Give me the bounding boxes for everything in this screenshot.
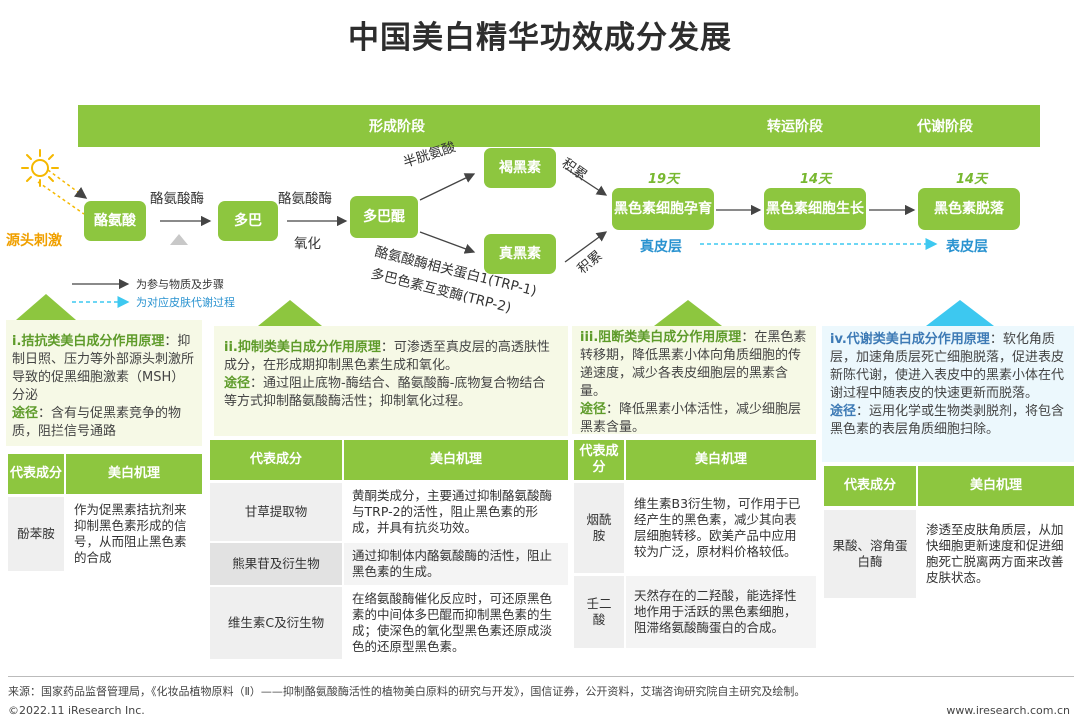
node-tyrosine: 酪氨酸 xyxy=(84,201,146,241)
table-4-row-1-name: 果酸、溶角蛋白酶 xyxy=(824,510,916,598)
table-3-row-1-name: 烟酰胺 xyxy=(574,483,624,573)
marker-triangle xyxy=(170,234,188,245)
node-brown-melanin: 褐黑素 xyxy=(484,148,556,188)
table-2-row-2-name: 熊果苷及衍生物 xyxy=(210,543,342,585)
stage-bar xyxy=(78,105,1040,147)
panel-2-head: ii.抑制类美白成分作用原理 xyxy=(224,340,381,355)
panel-4-route: ：运用化学或生物类剥脱剂，将包含黑色素的表层角质细胞扫除。 xyxy=(830,404,1065,437)
table-1-cell-name: 酚苯胺 xyxy=(8,497,64,571)
table-1-header-mechanism: 美白机理 xyxy=(66,454,202,494)
panel-3-route-label: 途径 xyxy=(580,402,607,417)
source-stimulus: 源头刺激 xyxy=(6,233,62,249)
table-1-cell-desc: 作为促黑素拮抗剂来抑制黑色素形成的信号，从而阻止黑色素的合成 xyxy=(66,497,202,571)
table-2-header-ingredient: 代表成分 xyxy=(210,440,342,480)
node-dopaquinone: 多巴醌 xyxy=(350,196,418,238)
panel-3-body: ：在黑色素转移期，降低黑素小体向角质细胞的传递速度，减少各表皮细胞层的黑素含量。 xyxy=(580,330,807,399)
panel-text-2: ii.抑制类美白成分作用原理：可渗透至真皮层的高透肤性成分，在形成期抑制黑色素生… xyxy=(218,336,564,414)
table-2-row-3-name: 维生素C及衍生物 xyxy=(210,587,342,659)
panel-pointer-4 xyxy=(926,300,994,326)
table-2-row-2-desc: 通过抑制体内酪氨酸酶的活性，阻止黑色素的生成。 xyxy=(344,543,568,585)
table-3-row-1-desc: 维生素B3衍生物，可作用于已经产生的黑色素，减少其向表层细胞转移。欧美产品中应用… xyxy=(626,483,816,573)
stage-transport: 转运阶段 xyxy=(767,119,823,135)
table-4-header-mechanism: 美白机理 xyxy=(918,466,1074,506)
panel-3-route: ：降低黑素小体活性，减少细胞层黑素含量。 xyxy=(580,402,802,435)
panel-text-1: i.拮抗类美白成分作用原理：抑制日照、压力等外部源头刺激所导致的促黑细胞激素（M… xyxy=(6,330,202,444)
edge-label-tyrosinase-1: 酪氨酸酶 xyxy=(150,191,204,207)
table-3-row-2-name: 壬二酸 xyxy=(574,576,624,648)
table-4-row-1-desc: 渗透至皮肤角质层，从加快细胞更新速度和促进细胞死亡脱离两方面来改善皮肤状态。 xyxy=(918,510,1074,598)
node-shedding: 黑色素脱落 xyxy=(918,188,1020,230)
panel-2-route: ：通过阻止底物-酶结合、酪氨酸酶-底物复合物结合等方式抑制酪氨酸酶活性；抑制氧化… xyxy=(224,376,546,409)
page-title: 中国美白精华功效成分发展 xyxy=(348,20,732,56)
stage-metabolism: 代谢阶段 xyxy=(917,119,973,135)
panel-1-route: ：含有与促黑素竞争的物质，阻拦信号通路 xyxy=(12,406,182,439)
table-2-row-1-name: 甘草提取物 xyxy=(210,483,342,541)
panel-1-head: i.拮抗类美白成分作用原理 xyxy=(12,334,165,349)
stage-formation: 形成阶段 xyxy=(369,119,425,135)
flow-arrows xyxy=(37,167,938,308)
panel-pointer-2 xyxy=(258,300,322,326)
days-label-3: 14天 xyxy=(956,172,988,187)
panel-bg-1 xyxy=(6,320,202,446)
footer-source: 来源：国家药品监督管理局，《化妆品植物原料（Ⅱ）——抑制酪氨酸酶活性的植物美白原… xyxy=(8,685,806,698)
panel-text-4: iv.代谢类美白成分作用原理：软化角质层，加速角质层死亡细胞脱落，促进表皮新陈代… xyxy=(824,328,1074,442)
panel-4-route-label: 途径 xyxy=(830,404,857,419)
panel-1-route-label: 途径 xyxy=(12,406,39,421)
node-dopa: 多巴 xyxy=(218,201,278,241)
edge-label-oxidation: 氧化 xyxy=(294,236,321,252)
legend-solid: 为参与物质及步骤 xyxy=(136,278,224,291)
table-3-header-ingredient: 代表成分 xyxy=(574,440,624,480)
panel-4-body: ：软化角质层，加速角质层死亡细胞脱落，促进表皮新陈代谢，使进入表皮中的黑素小体在… xyxy=(830,332,1065,401)
table-3-header-mechanism: 美白机理 xyxy=(626,440,816,480)
panel-bg-4 xyxy=(822,326,1074,462)
table-4-header-ingredient: 代表成分 xyxy=(824,466,916,506)
sun-icon xyxy=(21,149,59,187)
panel-bg-3 xyxy=(572,326,816,434)
footer-divider xyxy=(8,676,1074,677)
table-2-row-3-desc: 在络氨酸酶催化反应时，可还原黑色素的中间体多巴醌而抑制黑色素的生成；使深色的氧化… xyxy=(344,587,568,659)
panel-3-head: iii.阻断类美白成分作用原理 xyxy=(580,330,742,345)
layer-epidermis: 表皮层 xyxy=(946,239,988,255)
days-label-2: 14天 xyxy=(800,172,832,187)
table-3-row-2-desc: 天然存在的二羟酸，能选择性地作用于活跃的黑色素细胞，阻滞络氨酸酶蛋白的合成。 xyxy=(626,576,816,648)
table-2-header-mechanism: 美白机理 xyxy=(344,440,568,480)
panel-4-head: iv.代谢类美白成分作用原理 xyxy=(830,332,990,347)
edge-label-tyrosinase-2: 酪氨酸酶 xyxy=(278,191,332,207)
panel-text-3: iii.阻断类美白成分作用原理：在黑色素转移期，降低黑素小体向角质细胞的传递速度… xyxy=(574,326,816,440)
node-cell-grow: 黑色素细胞生长 xyxy=(764,188,866,230)
panel-1-body: ：抑制日照、压力等外部源头刺激所导致的促黑细胞激素（MSH）分泌 xyxy=(12,334,195,403)
node-cell-nurture: 黑色素细胞孕育 xyxy=(612,188,714,230)
panel-2-route-label: 途径 xyxy=(224,376,251,391)
footer-copyright: ©2022.11 iResearch Inc. xyxy=(8,704,145,717)
node-true-melanin: 真黑素 xyxy=(484,234,556,274)
table-1-header-ingredient: 代表成分 xyxy=(8,454,64,494)
panel-2-body: ：可渗透至真皮层的高透肤性成分，在形成期抑制黑色素生成和氧化。 xyxy=(224,340,550,373)
panel-bg-2 xyxy=(214,326,568,436)
legend-dashed: 为对应皮肤代谢过程 xyxy=(136,296,235,309)
panel-pointer-3 xyxy=(654,300,722,326)
layer-dermis: 真皮层 xyxy=(640,239,682,255)
table-2-row-1-desc: 黄酮类成分，主要通过抑制酪氨酸酶与TRP-2的活性，阻止黑色素的形成，并具有抗炎… xyxy=(344,483,568,541)
panel-pointer-1 xyxy=(16,294,76,320)
footer-url[interactable]: www.iresearch.com.cn xyxy=(946,704,1070,717)
days-label-1: 19天 xyxy=(648,172,680,187)
